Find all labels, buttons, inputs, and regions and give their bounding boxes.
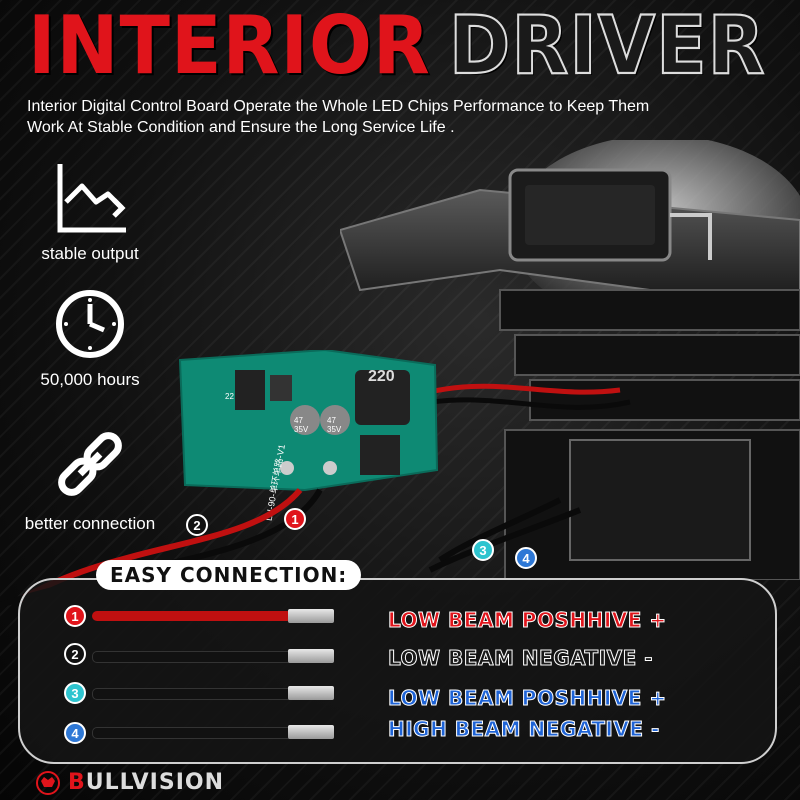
capacitor-label: 47 35V (327, 416, 342, 434)
connection-label-2: LOW BEAM NEGATIVE - (387, 646, 654, 671)
brand-logo: BULLVISION (34, 770, 224, 795)
wire-connector (288, 686, 334, 700)
title-word-interior: INTERIOR (28, 0, 431, 93)
wire-badge-2: 2 (186, 514, 208, 536)
wire-red (92, 611, 292, 621)
feature-label: stable output (41, 244, 139, 263)
inductor-label: 220 (368, 368, 395, 385)
easy-connection-title: EASY CONNECTION: (96, 560, 362, 590)
wire-badge-3: 3 (472, 539, 494, 561)
wire-black (92, 727, 294, 739)
connection-label-1: LOW BEAM POSHHIVE + (388, 608, 667, 633)
feature-connection: better connection (10, 424, 170, 534)
row-badge-4: 4 (64, 722, 86, 744)
wire-black (92, 688, 294, 700)
feature-label: better connection (24, 514, 156, 533)
trend-line-icon (50, 158, 130, 238)
wire-black (92, 651, 294, 663)
chip-label: 22 (225, 392, 234, 401)
title-word-driver: DRIVER (448, 0, 766, 94)
bull-icon (36, 770, 60, 795)
connection-label-3: LOW BEAM POSHHIVE + (388, 686, 667, 711)
subtitle: Interior Digital Control Board Operate t… (27, 98, 650, 136)
wire-connector (288, 649, 334, 663)
clock-icon (50, 284, 130, 364)
row-badge-3: 3 (64, 682, 86, 704)
capacitor-label: 47 35V (294, 416, 309, 434)
page-title: INTERIOR DRIVER (28, 0, 766, 94)
driver-circuit-board (178, 350, 439, 492)
row-badge-1: 1 (64, 605, 86, 627)
wire-badge-1: 1 (284, 508, 306, 530)
wire-connector (288, 609, 334, 623)
chain-link-icon (50, 424, 130, 504)
wire-connector (288, 725, 334, 739)
feature-label: 50,000 hours (40, 370, 140, 389)
row-badge-2: 2 (64, 643, 86, 665)
feature-hours: 50,000 hours (10, 284, 170, 390)
lens-housing-illustration (340, 140, 800, 580)
feature-stable-output: stable output (10, 158, 170, 264)
brand-name: BULLVISION (68, 770, 225, 795)
connection-label-4: HIGH BEAM NEGATIVE - (388, 717, 660, 742)
wire-badge-4: 4 (515, 547, 537, 569)
